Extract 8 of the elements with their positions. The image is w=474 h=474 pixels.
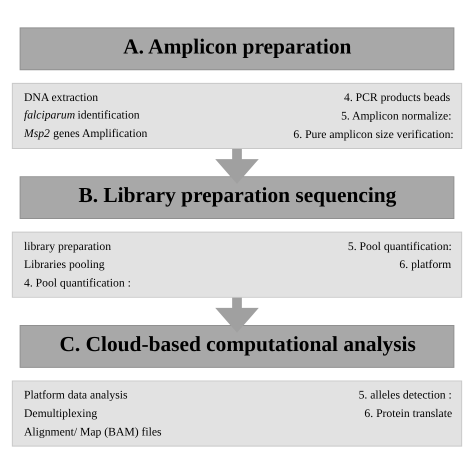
- node-box: Platform data analysis 5. alleles detection : Demultiplexing 6. Protein translate Alignment/ Map (BAM) files: [12, 380, 462, 447]
- node-box: C. Cloud-based computational analysis: [20, 325, 454, 368]
- node-box: DNA extraction 4. PCR products beads falciparum identification 5. Amplicon normalize: Msp2 genes Amplification 6. Pure amplicon size verification:: [12, 82, 462, 149]
- arrow: [215, 148, 259, 184]
- node-box: library preparation 5. Pool quantification: Libraries pooling 6. platform 4. Pool quantification :: [12, 232, 462, 298]
- node-box: B. Library preparation sequencing: [20, 176, 454, 219]
- node-box: A. Amplicon preparation: [20, 27, 454, 70]
- arrow: [215, 298, 259, 333]
